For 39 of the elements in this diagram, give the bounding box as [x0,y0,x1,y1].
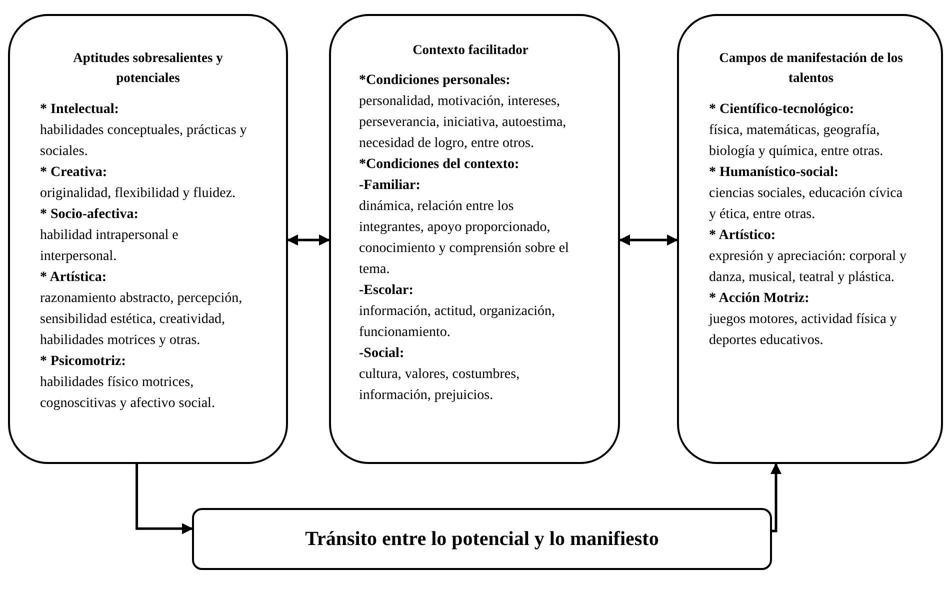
section-heading: * Acción Motriz: [709,290,810,308]
item-text: habilidades conceptuales, prácticas y sociales. [40,122,248,162]
section-heading: -Social: [359,344,406,363]
item-text: dinámica, relación entre los integrantes, apoyo proporcionado, conocimiento y comprensión sobre el tema. [359,198,570,279]
item-text: cultura, valores, costumbres, información, prejuicios. [359,366,521,405]
section-heading: * Socio-afectiva: [40,206,140,224]
item-text: habilidad intrapersonal e interpersonal. [40,227,180,266]
section-heading: *Condiciones personales: [359,72,512,90]
item-text: habilidades físico motrices, cognoscitivas y afectivo social. [40,374,216,414]
arrow [286,234,330,246]
section-heading: * Creativa: [40,164,108,182]
arrow [136,464,194,534]
item-text: ciencias sociales, educación cívica y ética, entre otras. [709,185,904,224]
rounded-box [8,14,288,464]
section-heading: -Escolar: [359,282,414,300]
item-text: juegos motores, actividad física y deportes educativos. [709,311,898,350]
section-heading: * Artística: [40,269,108,288]
section-heading: -Familiar: [359,176,422,195]
arrow [770,462,782,532]
item-text: física, matemáticas, geografía, biología y química, entre otras. [709,122,884,162]
box-title: Campos de manifestación de los talentos [718,49,904,87]
section-heading: * Psicomotriz: [40,353,127,372]
item-text: información, actitud, organización, funcionamiento. [359,302,556,342]
section-heading: * Científico-tecnológico: [709,101,856,120]
section-heading: * Humanístico-social: [709,164,840,182]
rounded-box [329,14,620,464]
section-heading: *Condiciones del contexto: [359,156,520,174]
section-heading: * Intelectual: [40,101,120,120]
item-text: personalidad, motivación, intereses, perseverancia, iniciativa, autoestima, necesidad de logro, entre otros. [359,92,568,153]
box-title: Tránsito entre lo potencial y lo manifiesto [305,526,659,552]
arrow [618,234,678,246]
item-text: expresión y apreciación: corporal y danza, musical, teatral y plástica. [709,248,908,288]
section-heading: * Artístico: [709,227,776,246]
item-text: originalidad, flexibilidad y fluidez. [40,185,237,204]
item-text: razonamiento abstracto, percepción, sensibilidad estética, creatividad, habilidades motrices y otras. [40,290,244,350]
rounded-box [677,14,943,464]
process-box [192,508,772,570]
box-title: Aptitudes sobresalientes y potenciales [72,49,224,87]
box-title: Contexto facilitador [412,41,528,59]
